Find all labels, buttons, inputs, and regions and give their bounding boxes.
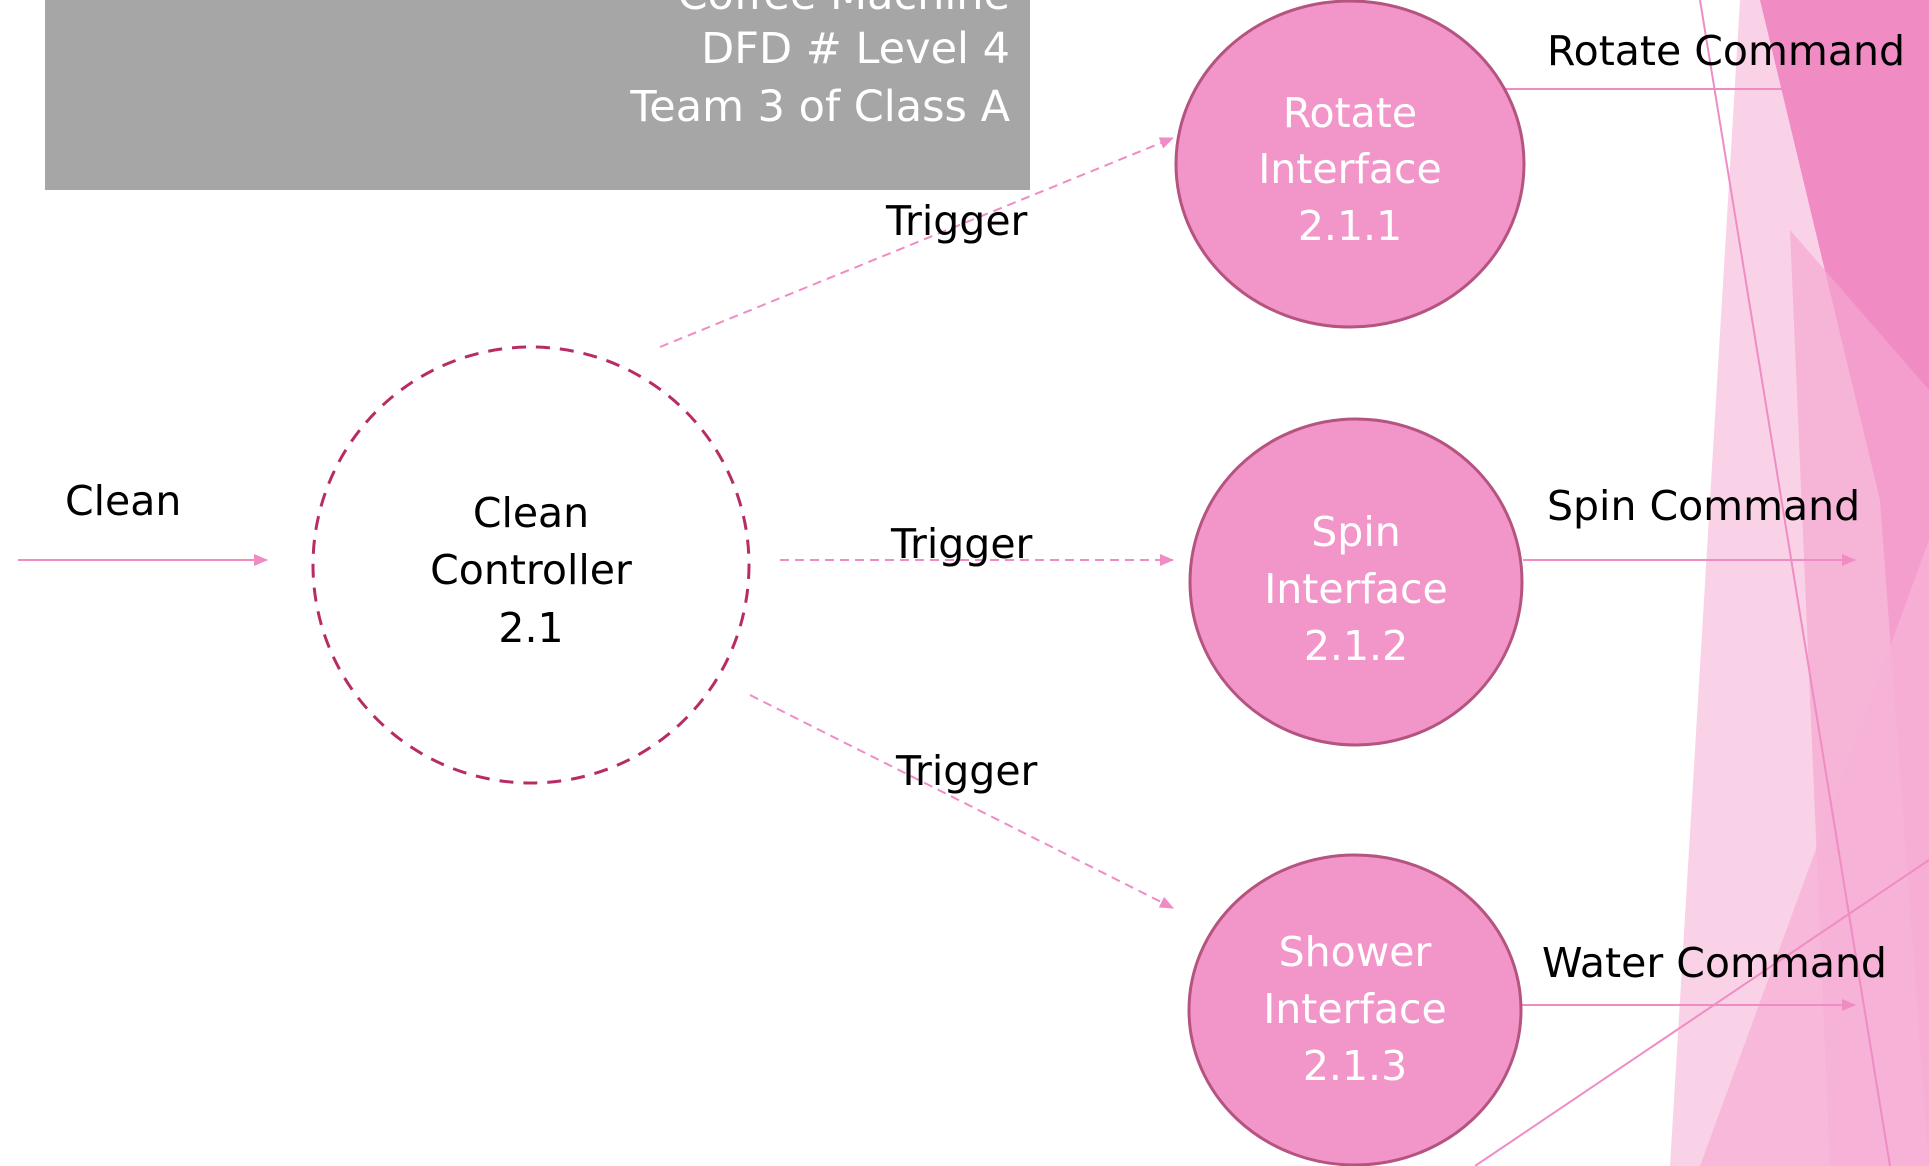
flow-label-clean: Clean: [65, 477, 181, 525]
controller-name-2: Controller: [430, 546, 632, 594]
rotate-number: 2.1.1: [1298, 202, 1402, 250]
rotate-name-1: Rotate: [1283, 89, 1417, 137]
controller-name-1: Clean: [473, 489, 589, 537]
title-line-team: Team 3 of Class A: [630, 82, 1010, 132]
decor-thin-line: [1474, 859, 1929, 1166]
controller-number: 2.1: [498, 604, 563, 652]
rotate-name-2: Interface: [1258, 145, 1442, 193]
spin-name-1: Spin: [1311, 508, 1400, 556]
title-line-level: DFD # Level 4: [701, 24, 1010, 74]
shower-name-2: Interface: [1263, 985, 1447, 1033]
shower-name-1: Shower: [1279, 928, 1432, 976]
flow-label-trigger-shower: Trigger: [895, 747, 1038, 795]
flow-label-trigger-rotate: Trigger: [885, 197, 1028, 245]
process-shower-interface[interactable]: Shower Interface 2.1.3: [1187, 853, 1523, 1166]
shower-ellipse: [1187, 853, 1523, 1166]
decor-lower-panel: [1700, 540, 1929, 1166]
flow-label-spin-command: Spin Command: [1547, 482, 1860, 530]
decor-thin-line: [1699, 0, 1891, 1166]
shower-number: 2.1.3: [1303, 1042, 1407, 1090]
process-spin-interface[interactable]: Spin Interface 2.1.2: [1188, 417, 1524, 747]
decor-dark-panel: [1760, 0, 1929, 1166]
process-rotate-interface[interactable]: Rotate Interface 2.1.1: [1174, 0, 1526, 329]
rotate-ellipse: [1174, 0, 1526, 329]
controller-circle: [311, 345, 751, 785]
spin-ellipse: [1188, 417, 1524, 747]
decorative-shapes: [1474, 0, 1929, 1166]
title-block: Coffee Machine DFD # Level 4 Team 3 of C…: [45, 0, 1030, 190]
flow-label-rotate-command: Rotate Command: [1547, 27, 1905, 75]
flow-trigger-rotate: [659, 137, 1174, 348]
spin-number: 2.1.2: [1304, 622, 1408, 670]
flow-label-water-command: Water Command: [1542, 939, 1887, 987]
flow-label-trigger-spin: Trigger: [890, 520, 1033, 568]
flow-trigger-shower: [749, 694, 1174, 909]
spin-name-2: Interface: [1264, 565, 1448, 613]
process-clean-controller[interactable]: Clean Controller 2.1: [311, 345, 751, 785]
title-line-system: Coffee Machine: [677, 0, 1010, 20]
